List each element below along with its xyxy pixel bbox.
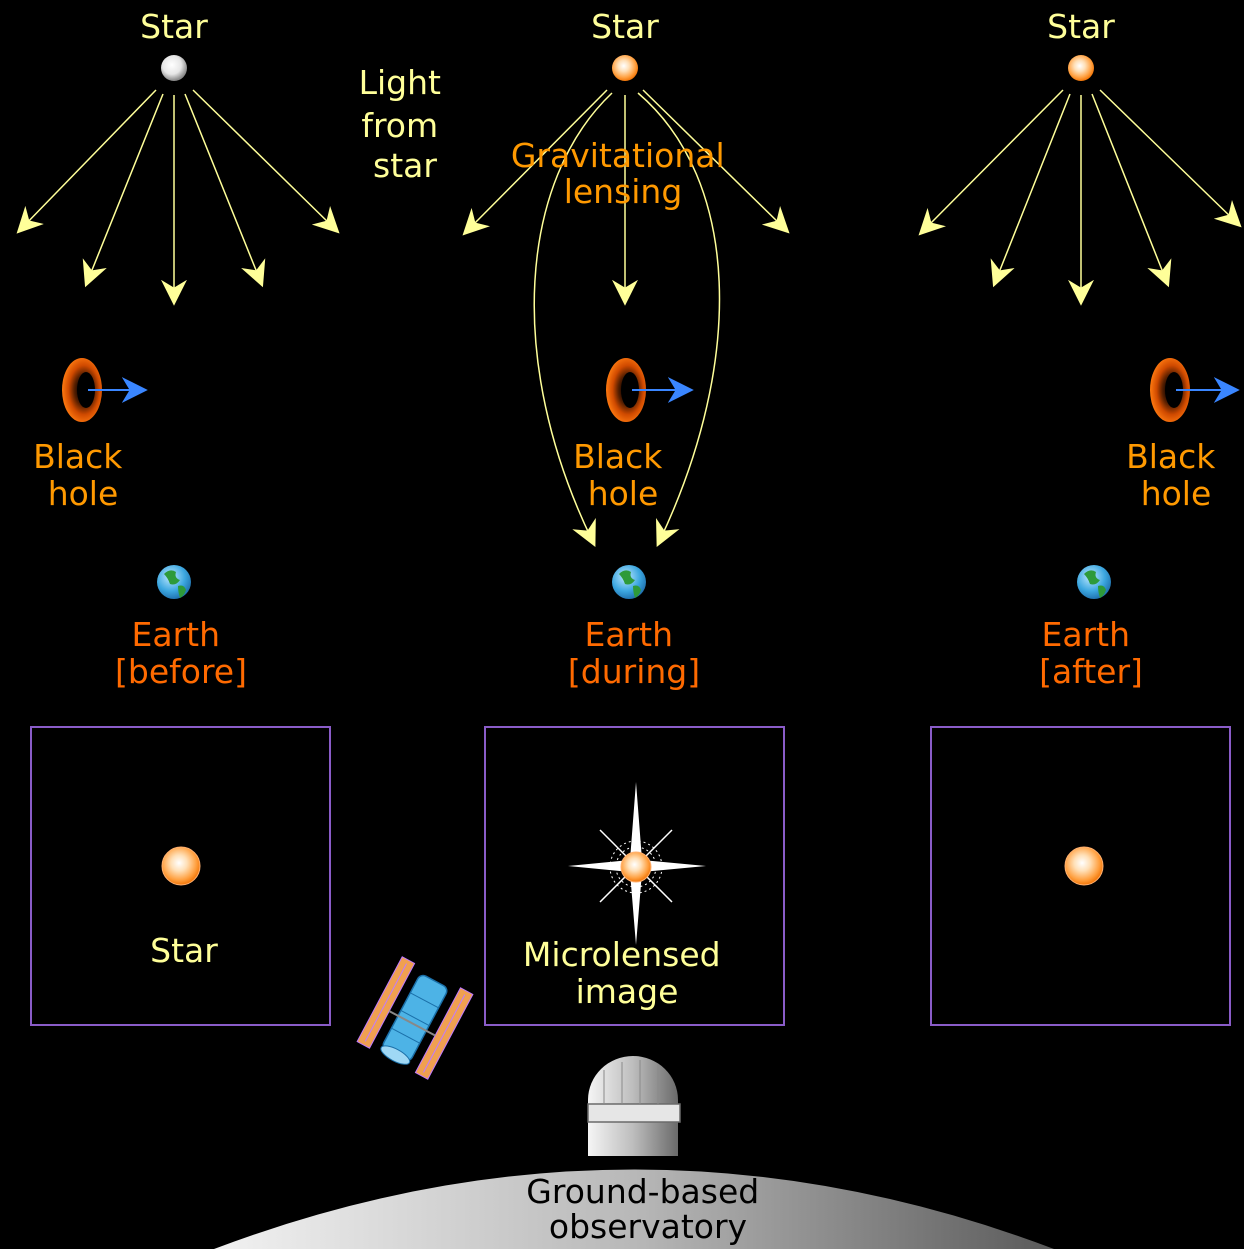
earth-icon bbox=[612, 565, 646, 599]
light-ray bbox=[642, 89, 790, 234]
light-rays bbox=[16, 89, 340, 306]
column-before: Star Black hole Earth [before] bbox=[16, 7, 340, 691]
earth-icon bbox=[157, 565, 191, 599]
space-telescope-icon bbox=[356, 956, 474, 1080]
panel-caption: Star bbox=[150, 931, 218, 970]
black-hole-label: Black hole bbox=[33, 437, 133, 513]
star-label: Star bbox=[140, 7, 208, 46]
lensed-ray-left bbox=[533, 92, 613, 548]
column-during: Star Gravitational lensing Black hole bbox=[462, 7, 790, 691]
light-ray bbox=[462, 89, 608, 236]
observatory: Ground-based observatory bbox=[214, 1056, 1054, 1249]
observatory-dome-icon bbox=[587, 1056, 681, 1156]
light-ray bbox=[1099, 89, 1242, 228]
star-label: Star bbox=[1047, 7, 1115, 46]
earth-label: Earth [after] bbox=[1039, 615, 1143, 691]
microlensed-flare-icon bbox=[568, 782, 706, 945]
star-icon bbox=[1064, 846, 1104, 886]
earth-label: Earth [before] bbox=[115, 615, 247, 691]
light-ray bbox=[16, 89, 157, 234]
earth-icon bbox=[1077, 565, 1111, 599]
panel-during: Microlensed image bbox=[484, 726, 785, 1026]
star-icon bbox=[1068, 55, 1094, 81]
light-ray bbox=[184, 93, 266, 288]
column-after: Star Black hole Earth [after] bbox=[918, 7, 1242, 691]
light-ray bbox=[82, 93, 164, 288]
black-hole-icon bbox=[1150, 358, 1190, 422]
light-rays bbox=[918, 89, 1242, 306]
earth-label: Earth [during] bbox=[568, 615, 700, 691]
panel-caption: Microlensed image bbox=[523, 935, 731, 1011]
panel-after bbox=[930, 726, 1231, 1026]
star-icon bbox=[161, 846, 201, 886]
star-label: Star bbox=[591, 7, 659, 46]
black-hole-icon bbox=[606, 358, 646, 422]
black-hole-label: Black hole bbox=[1126, 437, 1226, 513]
light-from-star-label: Light from star bbox=[359, 63, 452, 185]
observatory-label: Ground-based observatory bbox=[526, 1172, 769, 1246]
black-hole-label: Black hole bbox=[573, 437, 673, 513]
light-ray bbox=[990, 93, 1071, 288]
light-ray bbox=[192, 89, 340, 234]
light-ray bbox=[1091, 93, 1172, 288]
star-icon bbox=[161, 55, 187, 81]
panel-before: Star bbox=[30, 726, 331, 1026]
lensed-ray-right bbox=[637, 92, 721, 548]
lensing-label: Gravitational lensing bbox=[511, 136, 735, 211]
light-ray bbox=[918, 89, 1064, 236]
black-hole-icon bbox=[62, 358, 102, 422]
star-icon bbox=[612, 55, 638, 81]
light-rays bbox=[462, 89, 790, 548]
ground-horizon bbox=[214, 1169, 1054, 1249]
